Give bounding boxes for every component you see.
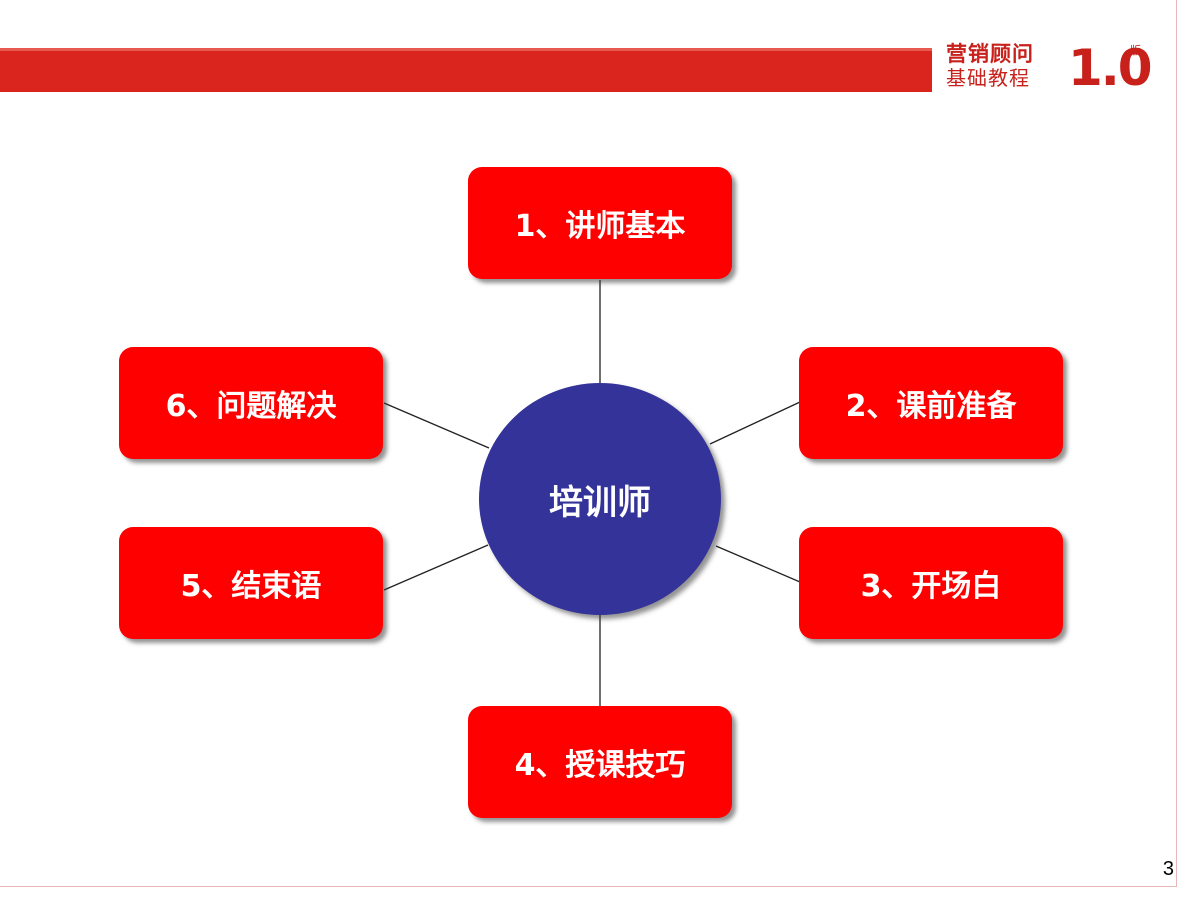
brand-version: 1.0 <box>1068 39 1153 97</box>
node-1: 1、讲师基本 <box>468 167 732 279</box>
node-6: 6、问题解决 <box>119 347 383 459</box>
page-number: 3 <box>1162 858 1174 880</box>
slide-border-right <box>1176 0 1177 886</box>
brand-title: 营销顾问 基础教程 <box>946 42 1066 90</box>
header-bar <box>0 48 932 92</box>
connector-3 <box>715 545 801 583</box>
node-2: 2、课前准备 <box>799 347 1063 459</box>
connector-5 <box>383 544 489 591</box>
brand-title-line1: 营销顾问 <box>946 42 1034 66</box>
node-5: 5、结束语 <box>119 527 383 639</box>
brand-edition: 版 <box>1130 44 1141 57</box>
center-hub: 培训师 <box>479 383 721 615</box>
connector-6 <box>383 402 490 449</box>
connector-2 <box>709 401 801 445</box>
brand-logo: 营销顾问 基础教程 1.0 版 <box>946 40 1156 100</box>
node-3: 3、开场白 <box>799 527 1063 639</box>
node-4: 4、授课技巧 <box>468 706 732 818</box>
header-bar-highlight <box>0 48 932 51</box>
slide-border-bottom <box>0 886 1177 887</box>
brand-title-line2: 基础教程 <box>946 66 1030 90</box>
